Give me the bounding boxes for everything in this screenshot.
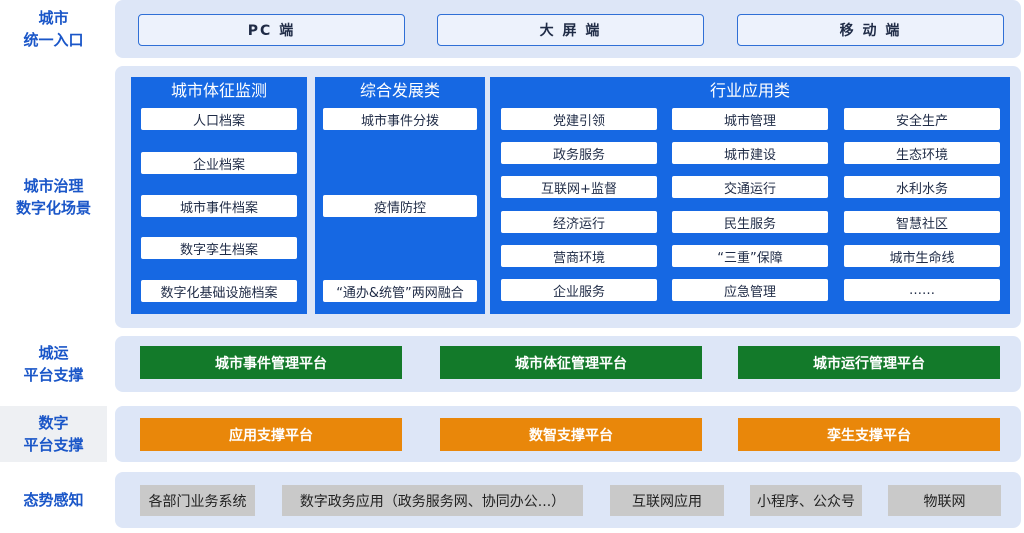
- entry-pc: PC 端: [138, 14, 405, 46]
- lane-label-entry: 城市统一入口: [23, 9, 84, 49]
- digital-platform-smart: 数智支撑平台: [440, 418, 702, 451]
- industry-item: 智慧社区: [844, 211, 1000, 233]
- dev-item: “通办&统管”两网融合: [323, 280, 477, 302]
- block-dev-title: 综合发展类: [359, 81, 440, 100]
- ops-platform-event: 城市事件管理平台: [140, 346, 402, 379]
- vitals-item: 城市事件档案: [141, 195, 297, 217]
- source-gov-apps: 数字政务应用（政务服务网、协同办公...）: [282, 485, 583, 516]
- block-dev: 综合发展类 城市事件分拨 疫情防控 “通办&统管”两网融合: [315, 77, 485, 314]
- lane-label-digital: 数字平台支撑: [0, 406, 107, 462]
- industry-item: 城市建设: [672, 142, 828, 164]
- ops-platform-vitals: 城市体征管理平台: [440, 346, 702, 379]
- industry-item: 政务服务: [501, 142, 657, 164]
- industry-item: 安全生产: [844, 108, 1000, 130]
- industry-item: 水利水务: [844, 176, 1000, 198]
- vitals-item: 企业档案: [141, 152, 297, 174]
- industry-item: 生态环境: [844, 142, 1000, 164]
- industry-item: 城市管理: [672, 108, 828, 130]
- industry-item: 应急管理: [672, 279, 828, 301]
- lane-label-scene: 城市治理数字化场景: [15, 177, 91, 217]
- industry-item: 经济运行: [501, 211, 657, 233]
- industry-item: ……: [844, 279, 1000, 301]
- industry-item: “三重”保障: [672, 245, 828, 267]
- lane-label-ops: 城运平台支撑: [23, 344, 84, 384]
- lane-label-sense: 态势感知: [23, 491, 84, 509]
- vitals-item: 数字孪生档案: [141, 237, 297, 259]
- industry-item: 企业服务: [501, 279, 657, 301]
- vitals-item: 数字化基础设施档案: [141, 280, 297, 302]
- dev-item: 疫情防控: [323, 195, 477, 217]
- source-dept-systems: 各部门业务系统: [140, 485, 255, 516]
- industry-item: 互联网+监督: [501, 176, 657, 198]
- ops-platform-operation: 城市运行管理平台: [738, 346, 1000, 379]
- industry-item: 交通运行: [672, 176, 828, 198]
- source-internet-apps: 互联网应用: [610, 485, 724, 516]
- source-mini-programs: 小程序、公众号: [750, 485, 862, 516]
- industry-item: 民生服务: [672, 211, 828, 233]
- industry-item: 城市生命线: [844, 245, 1000, 267]
- entry-big-screen: 大 屏 端: [437, 14, 704, 46]
- digital-platform-app: 应用支撑平台: [140, 418, 402, 451]
- block-vitals: 城市体征监测 人口档案 企业档案 城市事件档案 数字孪生档案 数字化基础设施档案: [131, 77, 307, 314]
- block-industry-title: 行业应用类: [709, 81, 790, 100]
- industry-item: 营商环境: [501, 245, 657, 267]
- entry-mobile: 移 动 端: [737, 14, 1004, 46]
- industry-item: 党建引领: [501, 108, 657, 130]
- block-vitals-title: 城市体征监测: [170, 81, 267, 100]
- dev-item: 城市事件分拨: [323, 108, 477, 130]
- source-iot: 物联网: [888, 485, 1001, 516]
- block-industry: 行业应用类 党建引领城市管理安全生产政务服务城市建设生态环境互联网+监督交通运行…: [490, 77, 1010, 314]
- digital-platform-twin: 孪生支撑平台: [738, 418, 1000, 451]
- vitals-item: 人口档案: [141, 108, 297, 130]
